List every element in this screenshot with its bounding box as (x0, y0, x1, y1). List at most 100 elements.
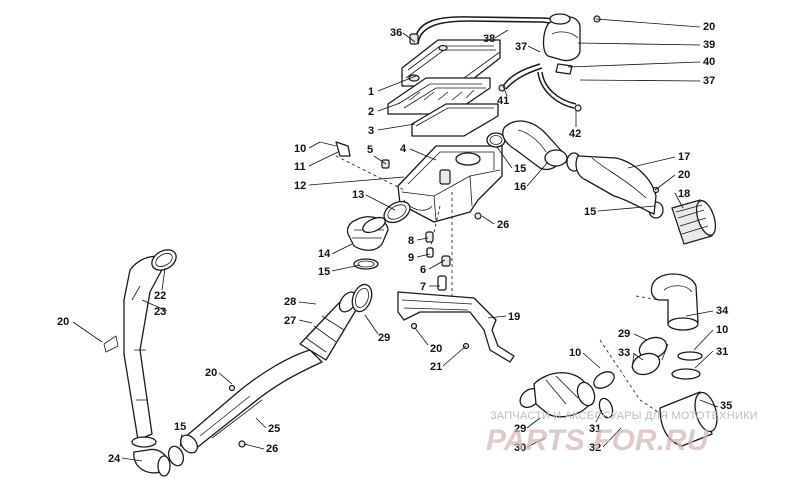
watermark-logo: ЗАПЧАСТИ И АКСЕССУАРЫ ДЛЯ МОТОТЕХНИКИ PA… (486, 410, 758, 457)
bracket-19 (397, 291, 515, 363)
leader-line-29 (526, 417, 541, 429)
intake-elbow (542, 13, 601, 75)
callout-12: 12 (294, 180, 306, 192)
callout-20: 20 (678, 169, 690, 181)
leader-line-17 (627, 156, 676, 169)
callout-31: 31 (589, 423, 601, 435)
leader-line-20 (654, 174, 676, 191)
filter-element (411, 103, 499, 137)
callout-11: 11 (294, 161, 306, 173)
callout-3: 3 (368, 125, 374, 137)
leader-line-29 (364, 314, 379, 335)
callout-42: 42 (569, 128, 581, 140)
callout-29: 29 (378, 332, 390, 344)
leader-line-27 (298, 319, 313, 324)
callout-33: 33 (618, 347, 630, 359)
leader-line-9 (416, 253, 431, 258)
leader-line-28 (298, 301, 317, 305)
leader-line-18 (674, 192, 684, 209)
callout-22: 22 (154, 290, 166, 302)
airbox-base (381, 145, 503, 223)
intake-duct-17 (575, 155, 657, 215)
leader-line-14 (331, 243, 353, 255)
callout-4: 4 (400, 143, 407, 155)
callout-20: 20 (57, 316, 69, 328)
leader-line-37 (527, 45, 541, 53)
pod-filter-18 (671, 199, 717, 245)
leader-line-21 (442, 345, 467, 367)
callout-32: 32 (589, 442, 601, 454)
leader-line-20 (218, 372, 233, 385)
sensor-6-7 (437, 255, 451, 291)
callout-20: 20 (430, 343, 442, 355)
callout-15: 15 (174, 421, 186, 433)
callout-18: 18 (678, 188, 690, 200)
callout-13: 13 (352, 189, 364, 201)
callout-29: 29 (618, 328, 630, 340)
leader-line-20 (595, 18, 701, 28)
leader-line-39 (577, 42, 701, 46)
breather-hose-41 (498, 63, 543, 92)
callout-9: 9 (408, 252, 414, 264)
coupler-33 (631, 336, 669, 376)
watermark-tagline: ЗАПЧАСТИ И АКСЕССУАРЫ ДЛЯ МОТОТЕХНИКИ (490, 410, 758, 422)
callout-10: 10 (716, 324, 728, 336)
callout-1: 1 (368, 86, 374, 98)
leader-line-34 (685, 310, 714, 317)
leader-line-12 (308, 176, 405, 186)
elbow-24 (131, 436, 171, 477)
callout-30: 30 (514, 442, 526, 454)
leader-line-13 (365, 194, 396, 211)
callout-35: 35 (720, 400, 732, 412)
leader-line-24 (121, 457, 143, 462)
callout-39: 39 (703, 39, 715, 51)
callout-26: 26 (497, 219, 509, 231)
callout-34: 34 (716, 305, 729, 317)
leader-line-20 (414, 327, 429, 346)
watermark-logo-text: PARTS FOR.RU (486, 424, 710, 457)
callout-17: 17 (678, 151, 690, 163)
leader-line-15 (179, 433, 183, 448)
callout-15: 15 (514, 163, 526, 175)
leader-line-31 (694, 350, 714, 369)
leader-line-37 (579, 79, 701, 82)
leader-line-29 (633, 333, 648, 341)
leader-line-15 (331, 264, 361, 272)
leader-line-26 (243, 443, 265, 450)
clamp-15-lower (167, 445, 185, 467)
callout-37: 37 (515, 41, 527, 53)
callout-21: 21 (430, 361, 442, 373)
leader-line-2 (377, 102, 401, 112)
callout-27: 27 (284, 315, 296, 327)
coupler-27-28 (299, 291, 358, 361)
callout-36: 36 (390, 27, 402, 39)
leader-line-11 (308, 151, 339, 167)
leader-line-41 (502, 85, 508, 97)
breather-hose-42 (537, 71, 582, 112)
callout-20: 20 (703, 21, 715, 33)
leader-line-15 (597, 205, 656, 212)
callout-16: 16 (514, 181, 526, 193)
callout-20: 20 (205, 367, 217, 379)
leader-line-1 (377, 75, 417, 92)
leader-line-15 (496, 146, 513, 169)
leader-line-35 (699, 399, 719, 408)
callout-2: 2 (368, 106, 374, 118)
leader-line-10 (582, 352, 601, 369)
callout-41: 41 (497, 95, 509, 107)
callout-15: 15 (318, 266, 330, 278)
leader-line-4 (409, 148, 437, 161)
callout-25: 25 (268, 423, 280, 435)
callout-26: 26 (266, 443, 278, 455)
callout-28: 28 (284, 296, 296, 308)
leader-line-19 (487, 315, 507, 319)
screw-10-11 (319, 141, 351, 157)
hose-23 (103, 255, 167, 441)
clamp-15-mid (353, 258, 379, 270)
adapter-22 (151, 249, 177, 271)
leader-line-31 (595, 409, 603, 423)
leader-line-25 (255, 417, 267, 429)
callout-24: 24 (108, 453, 121, 465)
callout-38: 38 (483, 33, 495, 45)
